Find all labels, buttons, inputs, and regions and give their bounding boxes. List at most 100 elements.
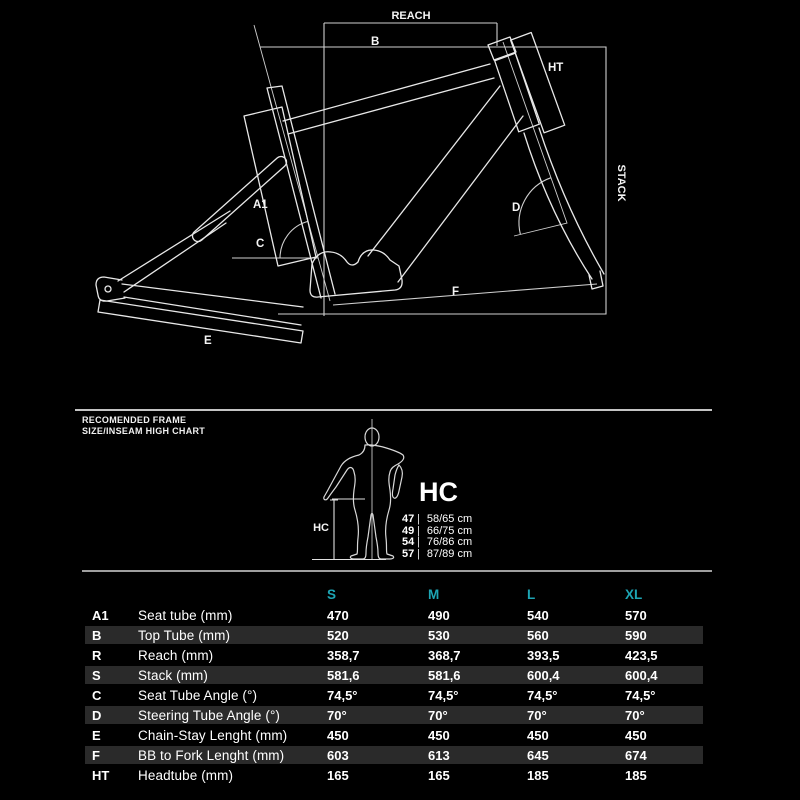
- row-code: A1: [92, 607, 109, 623]
- hc-measure-lines: [312, 498, 386, 561]
- value-xl: 450: [625, 727, 647, 743]
- hc-size-row: 47 | 58/65 cm: [402, 513, 473, 526]
- hc-size-list: 47 | 58/65 cm 49 | 66/75 cm 54 | 76/86 c…: [402, 513, 473, 560]
- table-row-e: E Chain-Stay Lenght (mm) 450 450 450 450: [85, 726, 703, 744]
- value-m: 530: [428, 627, 450, 643]
- value-m: 613: [428, 747, 450, 763]
- value-xl: 74,5°: [625, 687, 656, 703]
- row-code: F: [92, 747, 100, 763]
- divider-middle: [82, 570, 712, 572]
- measurement-overlay: [232, 22, 607, 316]
- value-s: 165: [327, 767, 349, 783]
- row-label: BB to Fork Lenght (mm): [138, 747, 285, 763]
- value-m: 165: [428, 767, 450, 783]
- value-l: 185: [527, 767, 549, 783]
- figure-right-arm: [391, 464, 403, 499]
- value-s: 603: [327, 747, 349, 763]
- value-m: 74,5°: [428, 687, 459, 703]
- seat-angle-arc: [279, 220, 308, 259]
- value-l: 600,4: [527, 667, 560, 683]
- value-m: 70°: [428, 707, 448, 723]
- table-row-ht: HT Headtube (mm) 165 165 185 185: [85, 766, 703, 784]
- row-label: Seat Tube Angle (°): [138, 687, 258, 703]
- value-s: 581,6: [327, 667, 360, 683]
- label-f: F: [452, 286, 459, 298]
- steer-angle-arc: [518, 177, 552, 235]
- bike-frame-drawing: [95, 31, 605, 344]
- header-size-m: M: [428, 586, 440, 602]
- motor-housing: [309, 249, 403, 298]
- seat-axis-line: [253, 24, 331, 302]
- value-l: 560: [527, 627, 549, 643]
- value-l: 74,5°: [527, 687, 558, 703]
- hc-size-value: 54: [402, 536, 415, 548]
- label-c: C: [256, 238, 264, 250]
- value-s: 70°: [327, 707, 347, 723]
- hc-inseam-range: 87/89 cm: [426, 547, 473, 560]
- value-l: 70°: [527, 707, 547, 723]
- hc-size-value: 49: [402, 524, 415, 537]
- value-s: 74,5°: [327, 687, 358, 703]
- reach-bracket: [323, 22, 498, 316]
- hc-size-value: 47: [402, 513, 415, 525]
- row-label: Headtube (mm): [138, 767, 234, 783]
- rear-axle: [104, 285, 112, 293]
- value-m: 581,6: [428, 667, 461, 683]
- row-label: Steering Tube Angle (°): [138, 707, 281, 723]
- row-label: Stack (mm): [138, 667, 208, 683]
- row-label: Chain-Stay Lenght (mm): [138, 727, 288, 743]
- label-d: D: [512, 202, 520, 214]
- row-code: E: [92, 727, 101, 743]
- value-xl: 590: [625, 627, 647, 643]
- table-row-c: C Seat Tube Angle (°) 74,5° 74,5° 74,5° …: [85, 686, 703, 704]
- hc-measure-label: HC: [313, 522, 329, 534]
- headset-cap: [487, 36, 517, 61]
- row-code: R: [92, 647, 102, 663]
- value-xl: 185: [625, 767, 647, 783]
- top-tube: [282, 63, 495, 135]
- seat-tube-bracket: [243, 106, 317, 267]
- value-l: 540: [527, 607, 549, 623]
- hc-size-value: 57: [402, 547, 415, 560]
- recommended-frame-heading: RECOMENDED FRAME SIZE/INSEAM HIGH CHART: [82, 415, 205, 436]
- value-xl: 423,5: [625, 647, 658, 663]
- hc-separator: |: [417, 547, 420, 560]
- value-xl: 70°: [625, 707, 645, 723]
- table-row-s: S Stack (mm) 581,6 581,6 600,4 600,4: [85, 666, 703, 684]
- row-code: S: [92, 667, 101, 683]
- value-s: 470: [327, 607, 349, 623]
- row-code: HT: [92, 767, 110, 783]
- row-code: C: [92, 687, 102, 703]
- value-m: 368,7: [428, 647, 461, 663]
- human-figure: [323, 427, 405, 560]
- row-label: Top Tube (mm): [138, 627, 231, 643]
- down-tube: [367, 85, 524, 283]
- row-code: B: [92, 627, 102, 643]
- hc-size-row: 49 | 66/75 cm: [402, 524, 472, 538]
- header-size-l: L: [527, 586, 536, 602]
- table-row-r: R Reach (mm) 358,7 368,7 393,5 423,5: [85, 646, 703, 664]
- row-label: Reach (mm): [138, 647, 214, 663]
- label-b: B: [371, 36, 379, 48]
- label-stack: STACK: [615, 164, 627, 201]
- table-header-row: S M L XL: [85, 584, 703, 604]
- label-reach: REACH: [391, 10, 430, 22]
- value-s: 450: [327, 727, 349, 743]
- value-xl: 600,4: [625, 667, 658, 683]
- headtube-bracket: [509, 31, 566, 134]
- hc-inseam-range: 58/65 cm: [426, 513, 473, 525]
- chainstay-bracket: [97, 299, 304, 344]
- heading-line-2: SIZE/INSEAM HIGH CHART: [82, 425, 206, 436]
- value-xl: 674: [625, 747, 647, 763]
- value-xl: 570: [625, 607, 647, 623]
- value-m: 490: [428, 607, 450, 623]
- label-e: E: [204, 335, 212, 347]
- row-code: D: [92, 707, 102, 723]
- hc-chart-title: HC: [419, 477, 458, 507]
- hc-size-row: 54 | 76/86 cm: [402, 536, 473, 549]
- figure-body: [323, 444, 405, 560]
- label-a1: A1: [253, 199, 268, 211]
- bike-geometry-diagram: REACH B HT STACK A1 C D E F: [95, 10, 627, 347]
- table-row-b: B Top Tube (mm) 520 530 560 590: [85, 626, 703, 644]
- hc-inseam-range: 76/86 cm: [426, 536, 473, 548]
